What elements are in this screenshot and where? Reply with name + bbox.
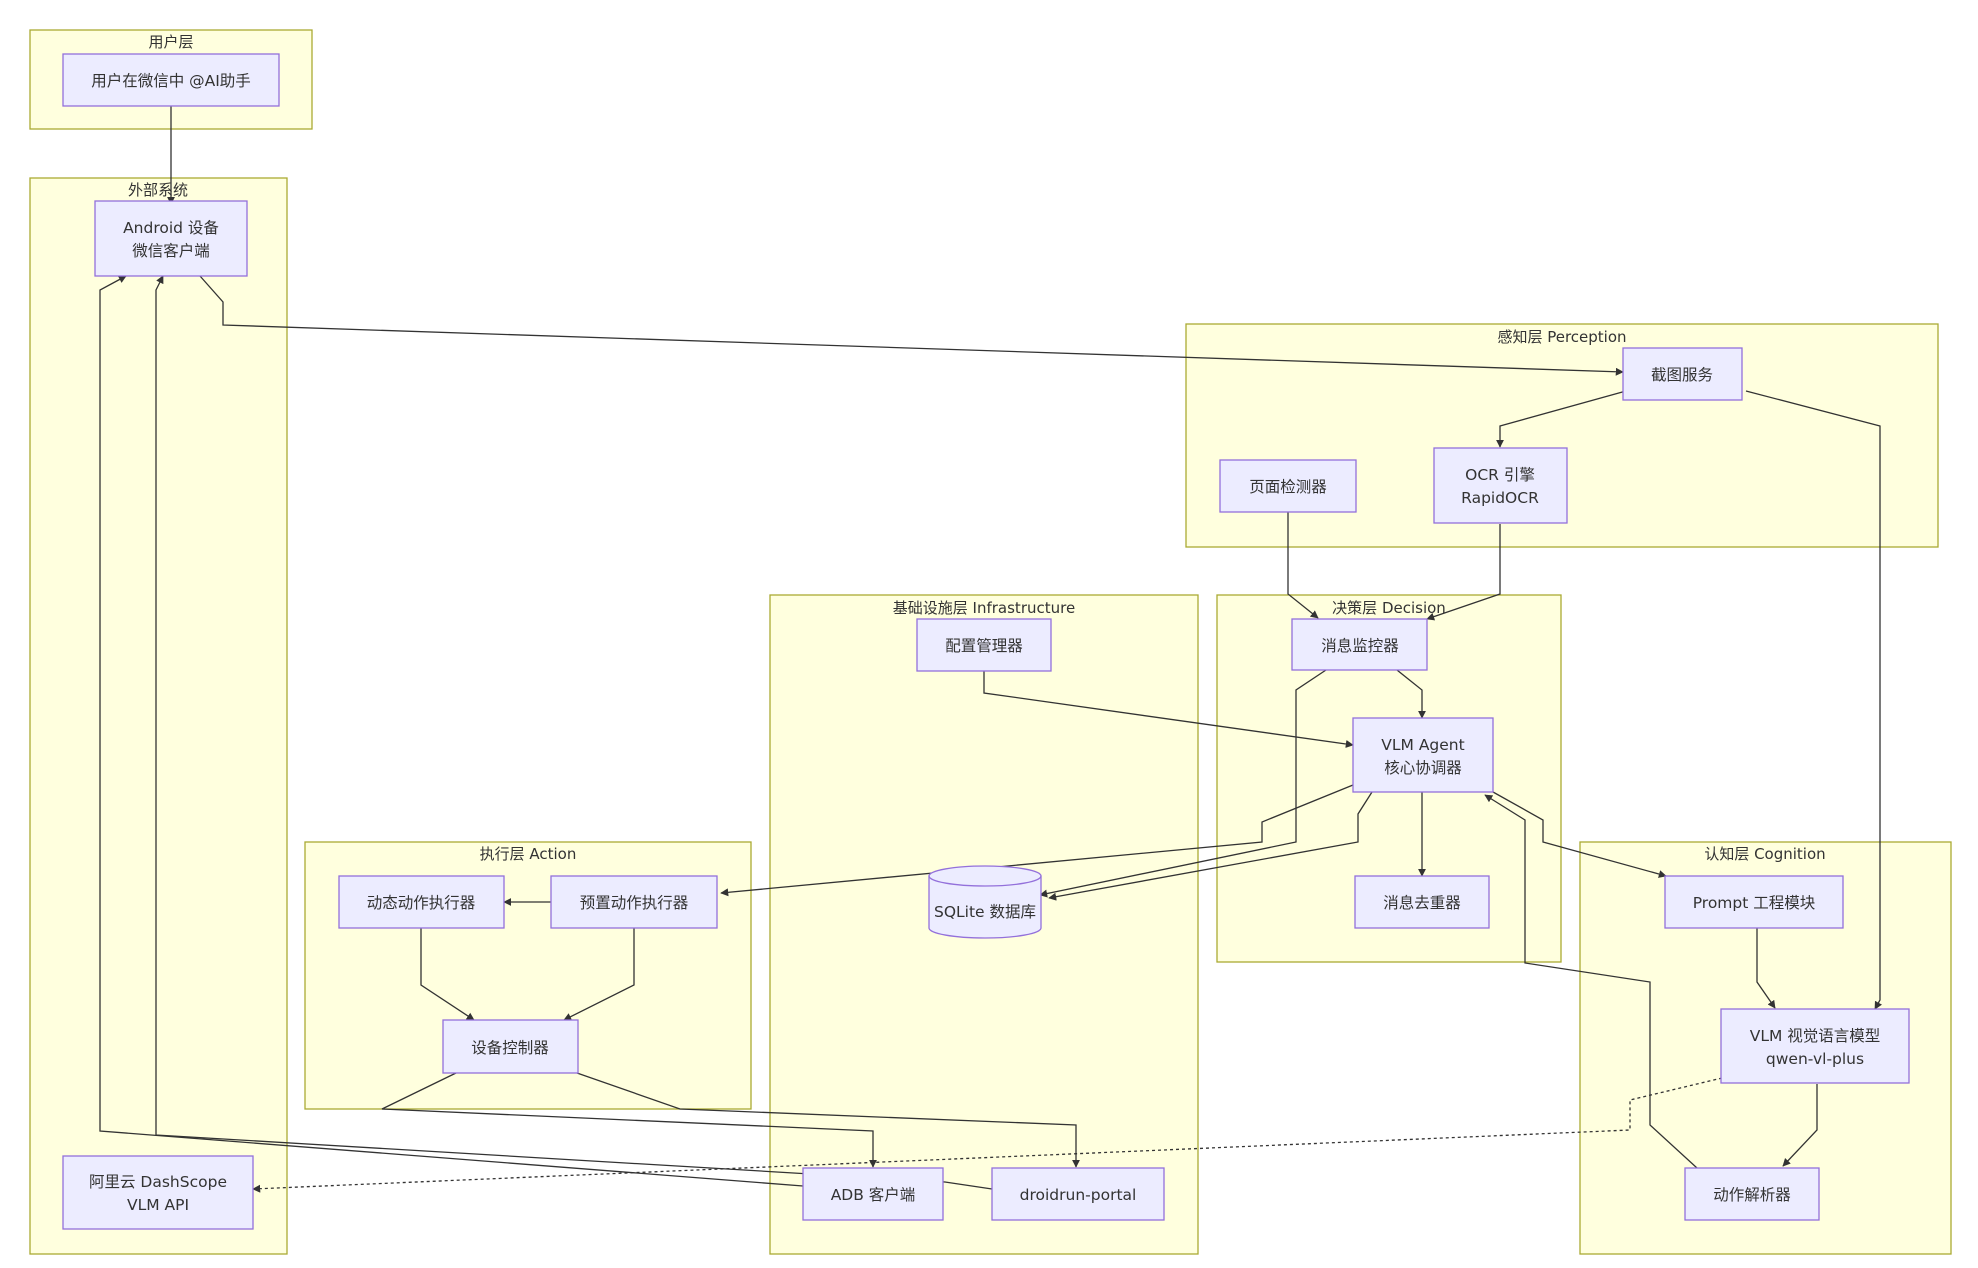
node-page-detector: 页面检测器	[1219, 459, 1357, 513]
node-dashscope-api-label-2: VLM API	[127, 1196, 189, 1214]
node-sqlite-database-label: SQLite 数据库	[934, 903, 1036, 921]
node-prompt-module-label: Prompt 工程模块	[1693, 894, 1816, 912]
cluster-external-systems: 外部系统	[29, 177, 288, 1255]
edge-device-controller-to-adb	[381, 1072, 877, 1168]
node-vlm-agent-label-2: 核心协调器	[1384, 759, 1462, 777]
node-page-detector-label: 页面检测器	[1249, 478, 1327, 496]
node-android-device: Android 设备 微信客户端	[94, 200, 248, 277]
edge-vlm-model-to-dashscope	[252, 1077, 1723, 1193]
edge-dynamic-executor-to-device-controller	[420, 928, 475, 1021]
edges	[99, 106, 1882, 1193]
node-device-controller-label: 设备控制器	[471, 1039, 549, 1057]
edge-vlm-agent-to-sqlite	[1048, 791, 1373, 901]
node-preset-action-executor: 预置动作执行器	[550, 875, 718, 929]
cluster-user-layer-title: 用户层	[148, 33, 193, 51]
node-prompt-module: Prompt 工程模块	[1664, 875, 1844, 929]
cluster-external-systems-title: 外部系统	[128, 181, 188, 199]
cluster-cognition-layer-title: 认知层 Cognition	[1704, 845, 1825, 863]
cluster-action-layer-title: 执行层 Action	[480, 845, 577, 863]
node-sqlite-database: SQLite 数据库	[928, 865, 1042, 939]
edge-page-detector-to-monitor	[1287, 512, 1319, 619]
node-adb-client: ADB 客户端	[802, 1167, 944, 1221]
node-action-parser: 动作解析器	[1684, 1167, 1820, 1221]
node-action-parser-label: 动作解析器	[1713, 1186, 1791, 1204]
edge-monitor-to-sqlite	[1039, 669, 1327, 898]
edge-action-parser-to-vlm-agent	[1484, 794, 1698, 1169]
node-message-dedup: 消息去重器	[1354, 875, 1490, 929]
node-screenshot-service-label: 截图服务	[1651, 366, 1713, 384]
node-ocr-engine: OCR 引擎 RapidOCR	[1433, 447, 1568, 524]
node-message-dedup-label: 消息去重器	[1383, 894, 1461, 912]
node-ocr-engine-label-1: OCR 引擎	[1465, 466, 1535, 484]
node-preset-action-executor-label: 预置动作执行器	[580, 894, 689, 912]
node-vlm-model-label-1: VLM 视觉语言模型	[1750, 1027, 1881, 1045]
edge-vlm-model-to-action-parser	[1782, 1084, 1818, 1167]
edge-preset-executor-to-device-controller	[563, 928, 635, 1021]
cluster-decision-layer-title: 决策层 Decision	[1332, 599, 1446, 617]
node-vlm-model-label-2: qwen-vl-plus	[1766, 1050, 1864, 1068]
edge-droidrun-to-android	[155, 275, 993, 1190]
node-user-mention-label: 用户在微信中 @AI助手	[91, 72, 251, 90]
node-screenshot-service: 截图服务	[1622, 347, 1743, 401]
cluster-perception-layer-title: 感知层 Perception	[1497, 328, 1626, 346]
edge-vlm-agent-to-prompt	[1492, 791, 1667, 878]
node-message-monitor: 消息监控器	[1291, 618, 1428, 671]
node-vlm-model: VLM 视觉语言模型 qwen-vl-plus	[1720, 1008, 1910, 1084]
cluster-infrastructure-layer-title: 基础设施层 Infrastructure	[893, 599, 1075, 617]
node-android-device-label-2: 微信客户端	[132, 242, 210, 260]
node-vlm-agent-label-1: VLM Agent	[1381, 736, 1464, 754]
node-android-device-label-1: Android 设备	[123, 219, 219, 237]
edge-ocr-to-monitor	[1426, 524, 1501, 621]
edge-monitor-to-vlm-agent	[1396, 669, 1426, 719]
node-dashscope-api-label-1: 阿里云 DashScope	[89, 1173, 227, 1191]
edge-config-to-vlm-agent	[983, 670, 1354, 748]
edge-android-to-screenshot	[199, 275, 1624, 376]
node-adb-client-label: ADB 客户端	[831, 1186, 916, 1204]
node-droidrun-portal: droidrun-portal	[991, 1167, 1165, 1221]
edge-adb-to-android	[99, 275, 804, 1187]
node-config-manager: 配置管理器	[916, 618, 1052, 672]
node-dynamic-action-executor-label: 动态动作执行器	[367, 894, 476, 912]
node-config-manager-label: 配置管理器	[945, 637, 1023, 655]
node-user-mention: 用户在微信中 @AI助手	[62, 53, 280, 107]
node-message-monitor-label: 消息监控器	[1321, 637, 1399, 655]
edge-screenshot-to-ocr	[1496, 390, 1627, 448]
node-droidrun-portal-label: droidrun-portal	[1020, 1186, 1137, 1204]
node-dynamic-action-executor: 动态动作执行器	[338, 875, 505, 929]
edge-device-controller-to-droidrun	[576, 1072, 1080, 1168]
node-device-controller: 设备控制器	[442, 1019, 579, 1074]
edge-prompt-to-vlm-model	[1756, 928, 1776, 1009]
edge-screenshot-to-vlm-model	[1745, 390, 1882, 1010]
node-ocr-engine-label-2: RapidOCR	[1461, 489, 1539, 507]
node-vlm-agent: VLM Agent 核心协调器	[1352, 717, 1494, 793]
node-dashscope-api: 阿里云 DashScope VLM API	[62, 1155, 254, 1230]
